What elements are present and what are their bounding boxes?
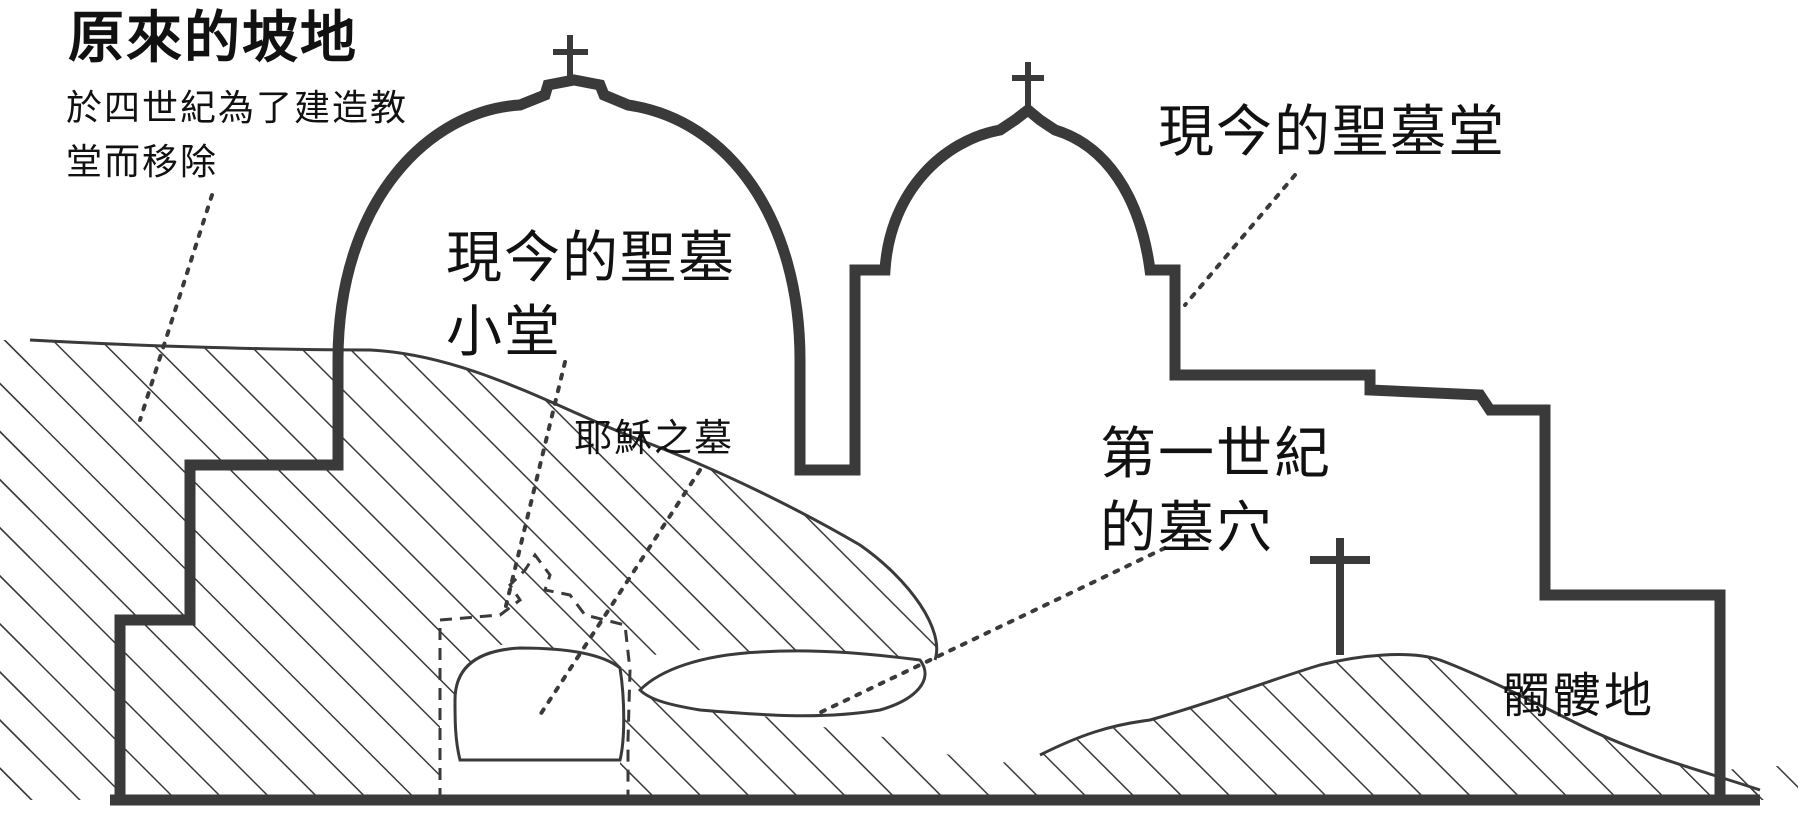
golgotha-cross-icon xyxy=(1310,538,1370,655)
golgotha-ridge-line xyxy=(1039,653,1761,792)
left-dome-cross-icon xyxy=(553,35,588,82)
right-dome-cross-icon xyxy=(1012,62,1044,110)
label-original-hillside-title: 原來的坡地 xyxy=(68,6,358,71)
original-hillside-hatch xyxy=(0,340,937,800)
left-outside-ground-hatch xyxy=(0,340,30,800)
jesus-tomb-chamber xyxy=(453,646,626,762)
label-current-church: 現今的聖墓堂 xyxy=(1158,100,1506,165)
label-jesus-tomb: 耶穌之墓 xyxy=(574,416,735,460)
label-first-century-tomb: 第一世紀的墓穴 xyxy=(1100,422,1332,561)
leader-edicule xyxy=(503,360,567,612)
label-original-hillside-desc: 於四世紀為了建造教堂而移除 xyxy=(66,88,409,183)
first-century-tomb-cave xyxy=(637,649,927,718)
church-outline xyxy=(114,74,1760,806)
label-edicule: 現今的聖墓小堂 xyxy=(446,226,736,365)
edicule-dashed-outline xyxy=(438,552,632,800)
leader-original-hillside xyxy=(138,193,214,422)
hillside-ridge-line xyxy=(29,338,939,661)
outside-ground-hatch xyxy=(1728,765,1798,800)
leader-jesus-tomb xyxy=(538,468,702,717)
label-golgotha: 髑髏地 xyxy=(1502,668,1656,724)
rock-and-golgotha-hatch xyxy=(620,654,1760,800)
leader-first-century-tomb xyxy=(813,546,1167,717)
leader-current-church xyxy=(1183,173,1297,307)
